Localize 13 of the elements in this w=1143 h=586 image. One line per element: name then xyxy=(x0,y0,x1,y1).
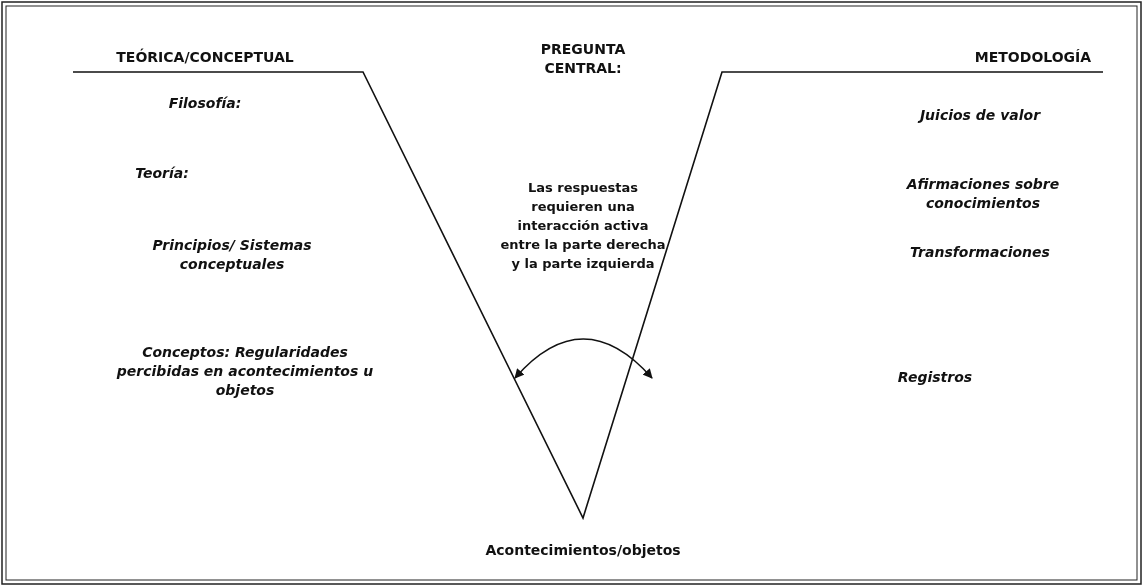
item-label: Afirmaciones sobre conocimientos xyxy=(905,175,1061,213)
item-label: Registros xyxy=(896,367,974,387)
bottom-label: Acontecimientos/objetos xyxy=(484,540,682,560)
section-heading: METODOLOGÍA xyxy=(973,47,1093,67)
section-heading: TEÓRICA/CONCEPTUAL xyxy=(115,47,295,67)
item-label: Filosofía: xyxy=(167,93,243,113)
item-label: Juicios de valor xyxy=(916,105,1042,125)
central-text: Las respuestas requieren una interacción activa entre la parte derecha y la parte izquierda xyxy=(500,178,666,273)
item-label: Principios/ Sistemas conceptuales xyxy=(151,236,313,274)
item-label: Teoría: xyxy=(134,163,190,183)
item-label: Transformaciones xyxy=(909,242,1051,262)
section-heading: PREGUNTA CENTRAL: xyxy=(539,40,627,78)
item-label: Conceptos: Regularidades percibidas en acontecimientos u objetos xyxy=(115,342,375,400)
